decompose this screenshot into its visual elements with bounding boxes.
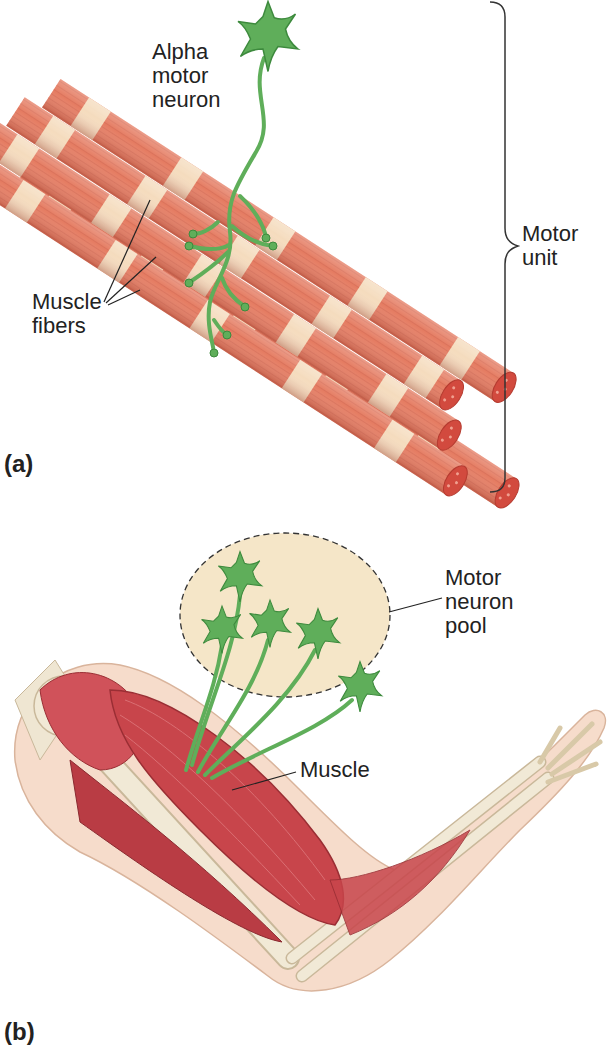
part-label: Motor unit xyxy=(522,222,612,270)
dashed-ellipse xyxy=(180,533,390,697)
part-label: Muscle fibers xyxy=(32,290,122,338)
muscle-fibers xyxy=(0,57,571,527)
node-label: Motor neuron pool xyxy=(445,566,560,638)
panel-tag: (b) xyxy=(4,1020,64,1044)
pool-outline xyxy=(175,530,575,700)
panel-tag: (a) xyxy=(4,452,64,476)
part-label: Alpha motor neuron xyxy=(152,40,252,112)
arm-illustration xyxy=(15,660,606,991)
leader-lines xyxy=(104,200,156,305)
bracket xyxy=(490,2,518,492)
part-label: Muscle xyxy=(300,758,420,782)
motor-neuron-pool: Motor neuron pool xyxy=(175,530,575,700)
